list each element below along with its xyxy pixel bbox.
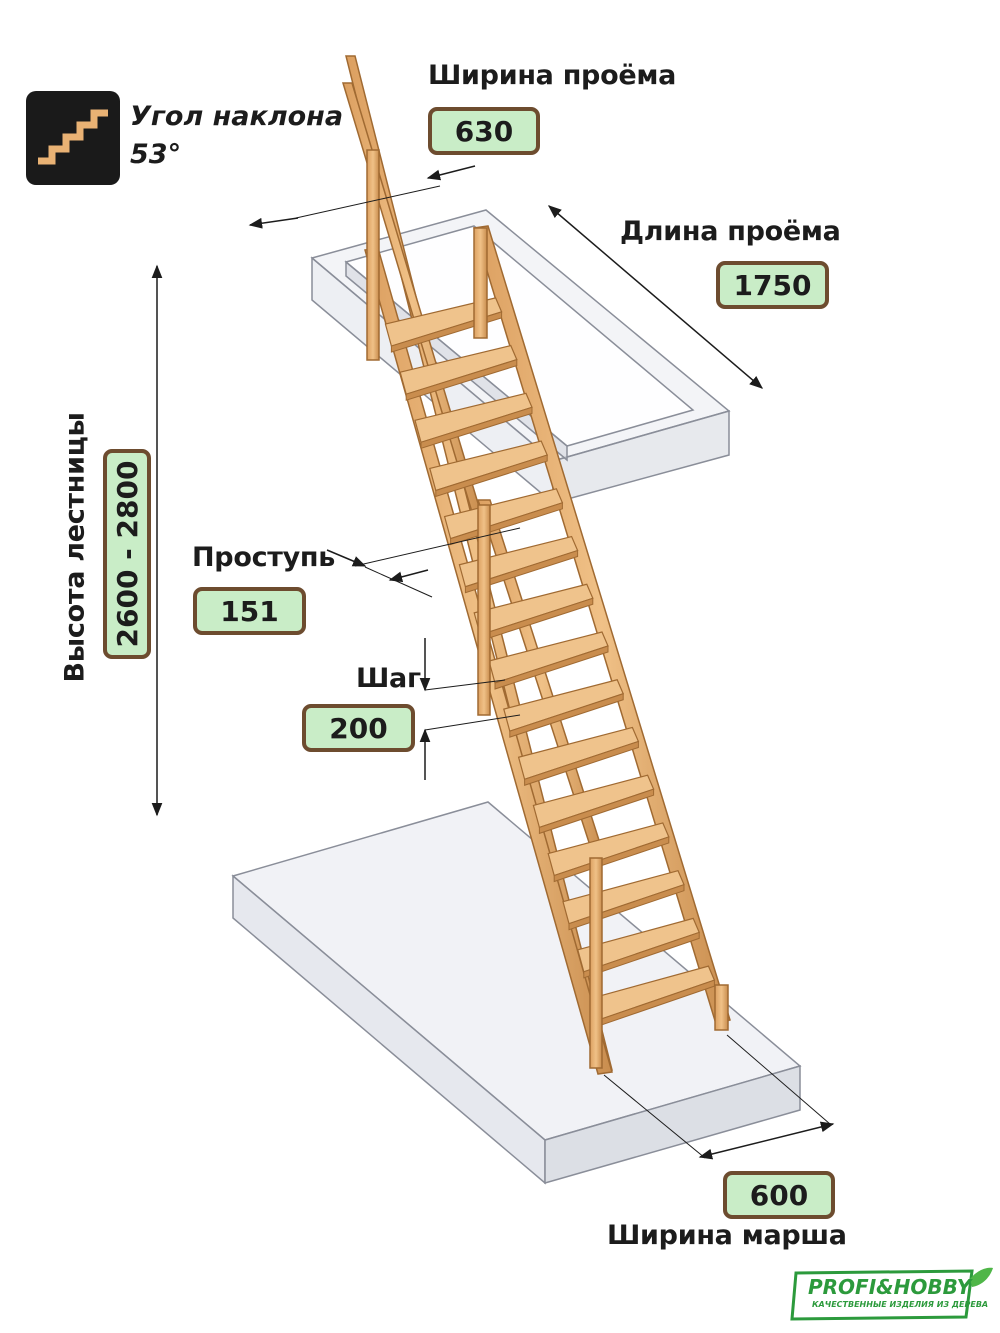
- step-label: Шаг: [356, 663, 421, 694]
- angle-badge: [26, 91, 120, 185]
- dimension-lines: [151, 165, 835, 1160]
- tread-edge: [583, 931, 700, 979]
- tread-label: Проступь: [192, 542, 336, 573]
- opening-width-label: Ширина проёма: [428, 60, 677, 91]
- opening-length-value: 1750: [716, 261, 829, 309]
- tread-edge: [464, 549, 579, 594]
- stairs-icon: [38, 109, 108, 165]
- tread-edge: [494, 645, 609, 690]
- stair-posts: [366, 149, 729, 1069]
- tread-edge: [420, 406, 533, 450]
- flight-width-label: Ширина марша: [607, 1220, 847, 1251]
- floor-slab: [231, 801, 802, 1185]
- angle-label: Угол наклона 53°: [130, 98, 343, 174]
- angle-title: Угол наклона: [130, 101, 344, 132]
- tread-edge: [405, 358, 518, 401]
- tread-edge: [524, 740, 639, 786]
- tread-edge: [509, 693, 624, 738]
- leaf-icon: [970, 1267, 993, 1287]
- stair-height-value: 2600 - 2800: [103, 449, 151, 659]
- tread-value: 151: [193, 587, 306, 635]
- angle-value: 53°: [130, 139, 182, 170]
- stair-height-label: Высота лестницы: [59, 412, 91, 683]
- opening-length-label: Длина проёма: [620, 216, 841, 247]
- logo-name: PROFI&HOBBY: [808, 1275, 972, 1299]
- logo-tagline: КАЧЕСТВЕННЫЕ ИЗДЕЛИЯ ИЗ ДЕРЕВА: [812, 1300, 989, 1309]
- opening-width-value: 630: [428, 107, 540, 155]
- tread-edge: [538, 788, 655, 835]
- step-value: 200: [302, 704, 415, 752]
- profi-hobby-logo: [790, 1267, 993, 1321]
- tread-edge: [553, 836, 670, 883]
- flight-width-value: 600: [723, 1171, 835, 1219]
- tread-edge: [435, 454, 548, 498]
